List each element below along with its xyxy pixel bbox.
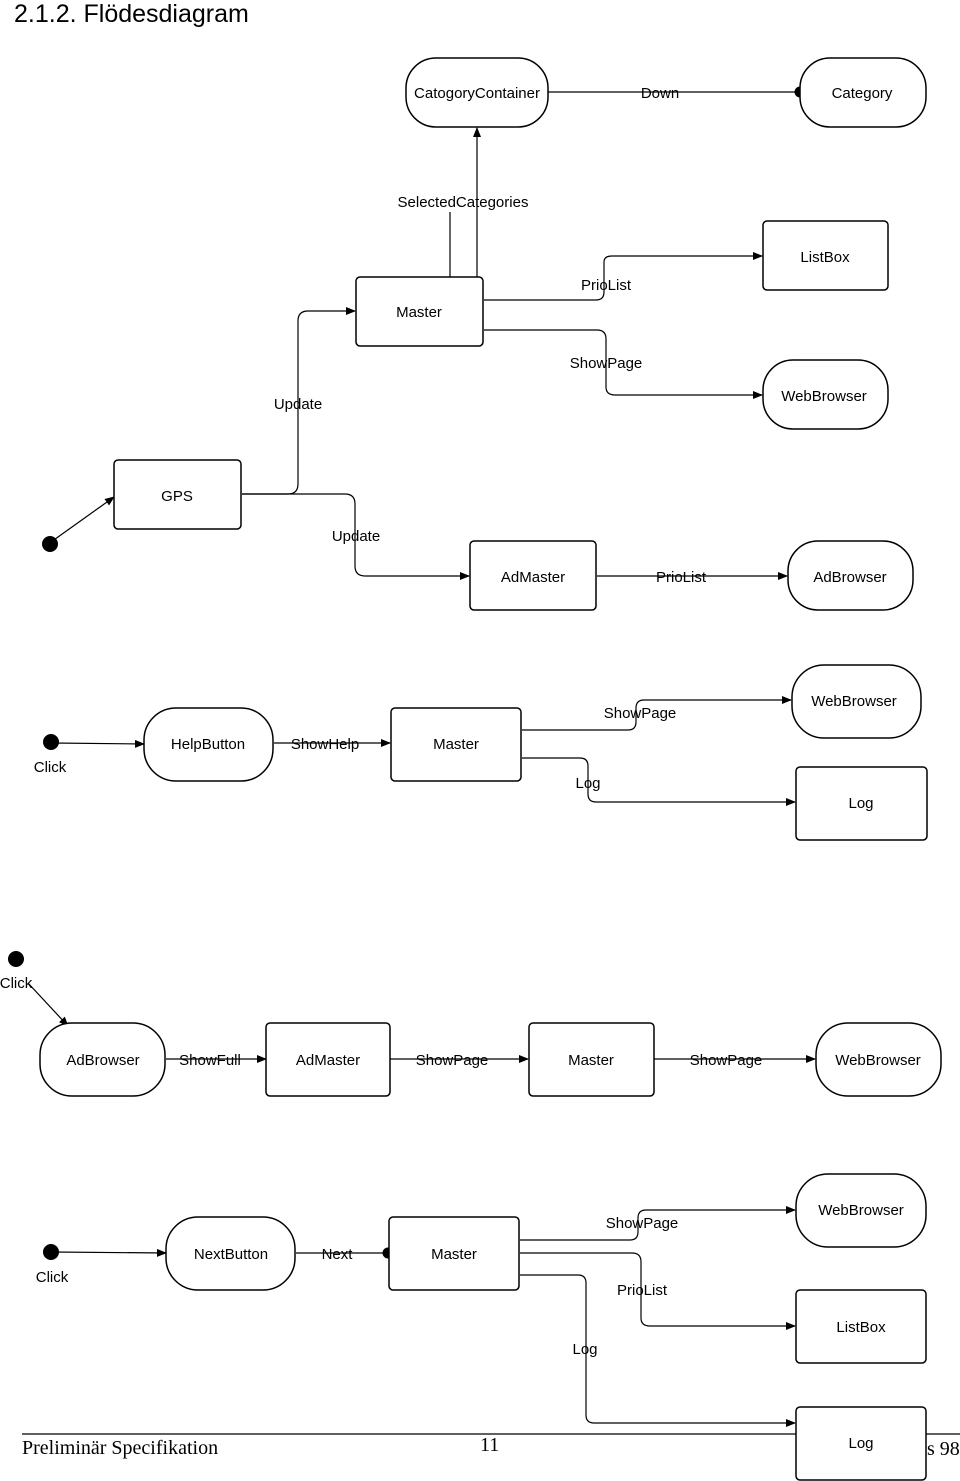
node-label: Category <box>832 85 893 102</box>
node-listbox-4 <box>795 1289 927 1364</box>
node-category <box>799 57 927 128</box>
node-webbrowser-4 <box>795 1173 927 1248</box>
start-dot <box>43 1244 59 1260</box>
node-label: GPS <box>161 488 193 505</box>
edge-gps-start <box>50 496 115 543</box>
node-webbrowser-1 <box>762 359 889 430</box>
edge-click-3 <box>27 982 69 1027</box>
edge-label: ShowHelp <box>291 736 359 753</box>
node-listbox-1 <box>762 220 889 291</box>
edge-showpage-4 <box>520 1206 796 1241</box>
edge-label: ShowPage <box>416 1052 489 1069</box>
node-master-4 <box>388 1216 520 1291</box>
node-label: HelpButton <box>171 736 245 753</box>
node-label: Master <box>568 1052 614 1069</box>
node-webbrowser-2 <box>791 664 922 739</box>
node-label: ListBox <box>836 1319 886 1336</box>
node-admaster-1 <box>469 540 597 611</box>
node-adbrowser-1 <box>787 540 914 611</box>
node-label: CatogoryContainer <box>414 85 540 102</box>
node-label: AdBrowser <box>813 569 886 586</box>
edge-priolist-4 <box>520 1252 796 1330</box>
edge-label: Click <box>34 759 67 776</box>
node-label: Master <box>431 1246 477 1263</box>
node-label: AdMaster <box>501 569 565 586</box>
edge-label: PrioList <box>617 1282 668 1299</box>
edge-label: ShowFull <box>179 1052 241 1069</box>
node-adbrowser-3 <box>39 1022 166 1097</box>
node-label: WebBrowser <box>781 388 867 405</box>
node-webbrowser-3 <box>815 1022 942 1097</box>
node-log-2 <box>795 766 928 841</box>
node-label: Log <box>848 795 873 812</box>
edge-click-4 <box>51 1248 167 1257</box>
edge-label: Down <box>641 85 679 102</box>
node-master-2 <box>390 707 522 782</box>
node-label: Master <box>396 304 442 321</box>
edge-label: Update <box>332 528 380 545</box>
node-catogory-container <box>405 57 549 128</box>
node-label: Master <box>433 736 479 753</box>
node-gps <box>113 459 242 530</box>
edge-click-2 <box>51 739 145 748</box>
edge-priolist-1 <box>484 252 763 301</box>
node-label: AdBrowser <box>66 1052 139 1069</box>
edge-label: ShowPage <box>690 1052 763 1069</box>
edge-label: Log <box>572 1341 597 1358</box>
node-helpbutton <box>143 707 274 782</box>
edge-label: PrioList <box>656 569 707 586</box>
node-admaster-3 <box>265 1022 391 1097</box>
edge-log-2 <box>522 757 796 806</box>
footer-page-number: 11 <box>480 1434 500 1456</box>
footer-title: Preliminär Specifikation <box>22 1437 219 1459</box>
edge-label: SelectedCategories <box>398 194 529 211</box>
node-nextbutton <box>165 1216 296 1291</box>
footer-suffix: s 98 <box>927 1438 960 1460</box>
edge-label: ShowPage <box>570 355 643 372</box>
edge-label: ShowPage <box>604 705 677 722</box>
node-master-1 <box>355 276 484 347</box>
edge-label: Click <box>0 975 33 992</box>
edge-showpage-1 <box>484 329 763 399</box>
start-dot <box>43 734 59 750</box>
edge-label: PrioList <box>581 277 632 294</box>
node-label: WebBrowser <box>811 693 897 710</box>
edge-label: Log <box>575 775 600 792</box>
edge-label: Update <box>274 396 322 413</box>
node-label: ListBox <box>800 249 850 266</box>
edge-log-4 <box>520 1274 796 1427</box>
node-log-4 <box>795 1406 927 1481</box>
edge-selected-categories <box>449 128 477 280</box>
node-label: AdMaster <box>296 1052 360 1069</box>
node-master-3 <box>528 1022 655 1097</box>
edge-update-2 <box>242 493 470 580</box>
start-dot <box>8 951 24 967</box>
node-label: WebBrowser <box>818 1202 904 1219</box>
edge-label: Next <box>322 1246 354 1263</box>
edge-label: ShowPage <box>606 1215 679 1232</box>
edge-showpage-2 <box>522 696 792 731</box>
start-dot <box>42 536 58 552</box>
edge-label: Click <box>36 1269 69 1286</box>
node-label: Log <box>848 1435 873 1452</box>
page-title: 2.1.2. Flödesdiagram <box>14 0 249 28</box>
node-label: WebBrowser <box>835 1052 921 1069</box>
node-label: NextButton <box>194 1246 268 1263</box>
